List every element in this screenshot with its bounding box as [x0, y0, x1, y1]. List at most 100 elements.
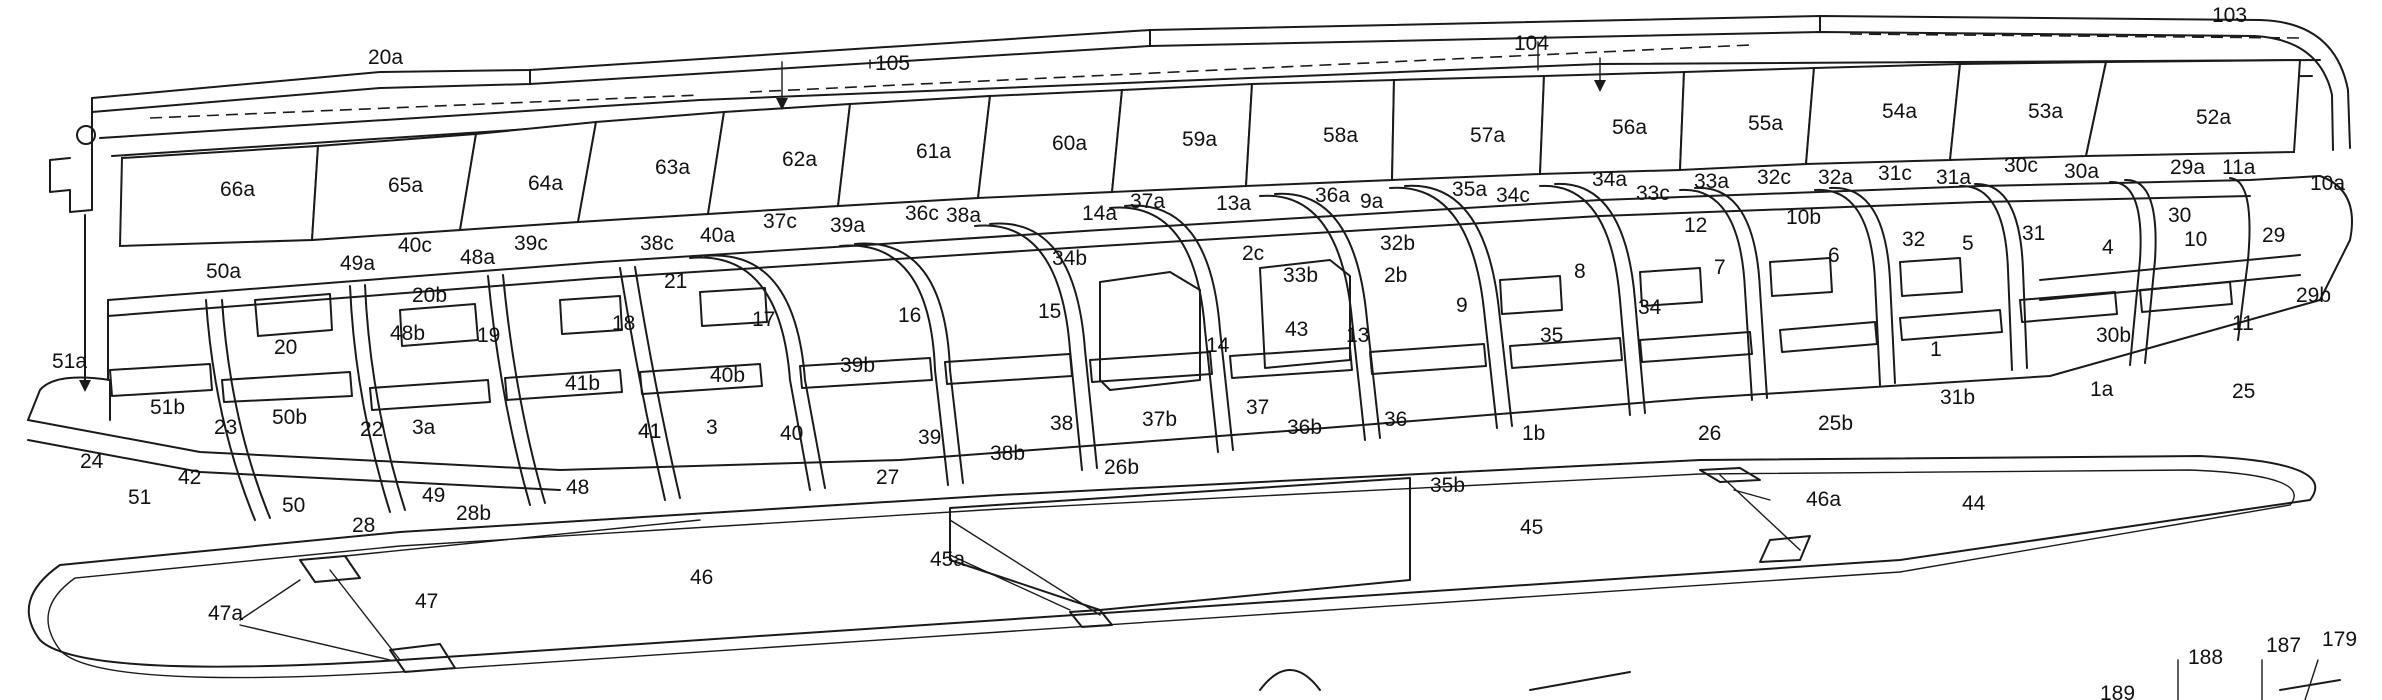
part-label-43: 43	[1285, 318, 1308, 341]
part-label-40c: 40c	[398, 234, 432, 257]
part-label-45: 45	[1520, 516, 1543, 539]
part-label-25b: 25b	[1818, 412, 1853, 435]
part-label-17: 17	[752, 308, 775, 331]
part-label-30a: 30a	[2064, 160, 2099, 183]
part-label-56a: 56a	[1612, 116, 1647, 139]
part-label-34: 34	[1638, 296, 1662, 319]
part-label-11: 11	[2232, 312, 2254, 335]
part-label-179: 179	[2322, 628, 2357, 651]
part-label-51a: 51a	[52, 350, 87, 373]
part-label-105: 105	[875, 52, 910, 75]
part-label-51b: 51b	[150, 396, 185, 419]
part-label-35b: 35b	[1430, 474, 1465, 497]
part-label-103: 103	[2212, 4, 2247, 27]
part-label-64a: 64a	[528, 172, 563, 195]
part-label-29: 29	[2262, 224, 2285, 247]
part-label-27: 27	[876, 466, 899, 489]
part-label-49: 49	[422, 484, 445, 507]
part-label-33a: 33a	[1694, 170, 1729, 193]
part-label-47: 47	[415, 590, 438, 613]
part-label-39: 39	[918, 426, 941, 449]
part-label-187: 187	[2266, 634, 2301, 657]
part-label-34c: 34c	[1496, 184, 1530, 207]
part-label-38: 38	[1050, 412, 1073, 435]
part-label-1: 1	[1930, 338, 1942, 361]
part-label-55a: 55a	[1748, 112, 1783, 135]
part-label-8: 8	[1574, 260, 1586, 283]
part-label-13: 13	[1346, 324, 1369, 347]
part-label-10a: 10a	[2310, 172, 2345, 195]
part-label-2b: 2b	[1384, 264, 1407, 287]
part-label-54a: 54a	[1882, 100, 1917, 123]
part-label-40: 40	[780, 422, 803, 445]
part-label-104: 104	[1514, 32, 1549, 55]
part-label-30b: 30b	[2096, 324, 2131, 347]
part-label-39c: 39c	[514, 232, 548, 255]
part-label-48: 48	[566, 476, 589, 499]
part-label-53a: 53a	[2028, 100, 2063, 123]
part-label-16: 16	[898, 304, 921, 327]
part-label-31a: 31a	[1936, 166, 1971, 189]
part-label-49a: 49a	[340, 252, 375, 275]
part-label-31: 31	[2022, 222, 2045, 245]
part-label-20: 20	[274, 336, 297, 359]
part-label-12: 12	[1684, 214, 1707, 237]
part-label-39a: 39a	[830, 214, 865, 237]
part-label-32: 32	[1902, 228, 1925, 251]
part-label-22: 22	[360, 418, 383, 441]
part-label-35a: 35a	[1452, 178, 1487, 201]
part-label-3a: 3a	[412, 416, 436, 439]
part-label-25: 25	[2232, 380, 2255, 403]
part-label-26b: 26b	[1104, 456, 1139, 479]
part-label-28: 28	[352, 514, 375, 537]
part-label-5: 5	[1962, 232, 1974, 255]
hull-frames	[205, 177, 2251, 521]
part-label-32b: 32b	[1380, 232, 1415, 255]
part-label-41: 41	[638, 420, 661, 443]
part-label-35: 35	[1540, 324, 1563, 347]
part-label-9: 9	[1456, 294, 1468, 317]
part-label-26: 26	[1698, 422, 1721, 445]
part-label-46: 46	[690, 566, 713, 589]
part-label-9a: 9a	[1360, 190, 1384, 213]
part-label-50a: 50a	[206, 260, 241, 283]
part-label-30c: 30c	[2004, 154, 2038, 177]
part-label-59a: 59a	[1182, 128, 1217, 151]
leader-lines	[84, 41, 2319, 700]
part-label-37c: 37c	[763, 210, 797, 233]
part-label-36a: 36a	[1315, 184, 1350, 207]
part-label-52a: 52a	[2196, 106, 2231, 129]
part-label-33c: 33c	[1636, 182, 1670, 205]
part-label-31b: 31b	[1940, 386, 1975, 409]
part-label-36c: 36c	[905, 202, 939, 225]
part-label-4: 4	[2102, 236, 2114, 259]
part-label-28b: 28b	[456, 502, 491, 525]
part-label-30: 30	[2168, 204, 2191, 227]
part-label-63a: 63a	[655, 156, 690, 179]
part-label-20b: 20b	[412, 284, 447, 307]
part-label-33b: 33b	[1283, 264, 1318, 287]
part-label-36b: 36b	[1287, 416, 1322, 439]
part-label-40a: 40a	[700, 224, 735, 247]
part-label-41b: 41b	[565, 372, 600, 395]
part-label-37: 37	[1246, 396, 1269, 419]
part-label-189: 189	[2100, 682, 2135, 700]
part-label-2c: 2c	[1242, 242, 1264, 265]
part-label-3: 3	[706, 416, 718, 439]
part-label-7: 7	[1714, 256, 1726, 279]
part-label-31c: 31c	[1878, 162, 1912, 185]
part-label-24: 24	[80, 450, 104, 473]
part-label-62a: 62a	[782, 148, 817, 171]
arrows	[79, 80, 1606, 392]
part-label-61a: 61a	[916, 140, 951, 163]
part-label-20a: 20a	[368, 46, 403, 69]
part-label-10: 10	[2184, 228, 2207, 251]
part-label-23: 23	[214, 416, 237, 439]
part-label-48b: 48b	[390, 322, 425, 345]
part-label-18: 18	[612, 312, 635, 335]
lower-fragment	[1259, 669, 2341, 691]
window-panels	[118, 58, 2302, 248]
